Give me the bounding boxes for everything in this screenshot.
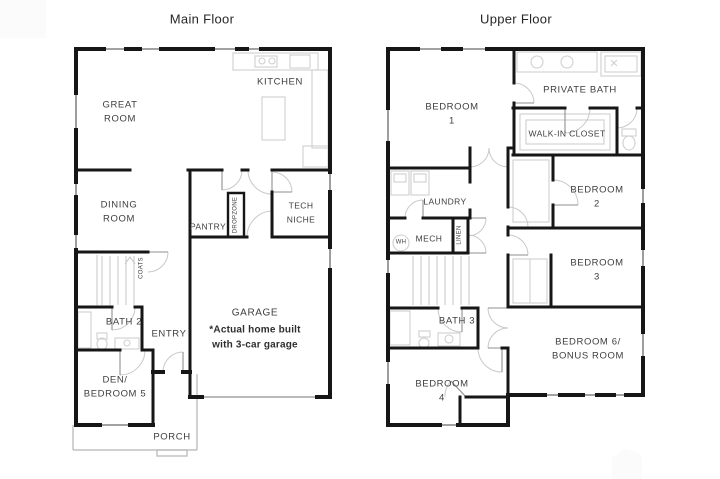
upper-doors [404,82,638,398]
room-label-entry: ENTRY [151,328,187,340]
room-label-bedroom-6-bonus: BEDROOM 6/BONUS ROOM [552,336,624,362]
room-label-den-bedroom-5: DEN/BEDROOM 5 [83,374,147,400]
room-label-pantry: PANTRY [189,221,227,232]
upper-windows [387,48,644,426]
upper-inner-walls [386,47,645,427]
room-label-coats: COATS [138,257,145,279]
main-doors [111,169,293,376]
main-floor-title: Main Floor [169,11,235,27]
watermark-top-left [0,0,46,38]
room-label-bath-3: BATH 3 [438,315,476,327]
main-floor-plan [72,47,332,457]
room-label-dropzone: DROPZONE [232,196,239,234]
kitchen-fixtures [232,52,329,168]
room-label-wh: WH [395,239,407,246]
main-windows [75,48,331,426]
bath2-fixtures [77,311,140,351]
room-label-walk-in-closet: WALK-IN CLOSET [528,128,606,139]
laundry-fixtures [390,170,430,252]
room-label-linen: LINEN [456,225,463,245]
upper-floor-plan [386,47,645,427]
room-label-laundry: LAUNDRY [423,196,467,207]
watermark-house-icon [612,449,642,479]
room-label-bath-2: BATH 2 [105,316,143,328]
upper-floor-title: Upper Floor [480,11,552,27]
room-label-private-bath: PRIVATE BATH [543,84,617,96]
main-inner-walls [74,168,332,427]
room-label-kitchen: KITCHEN [257,76,303,88]
main-outer-walls [74,47,332,427]
main-stairs [96,255,136,305]
dropzone-walls [226,191,246,239]
upper-stairs [412,256,470,305]
room-label-mech: MECH [415,233,443,244]
porch-outline [72,374,198,457]
closet-shelving [512,113,611,304]
room-label-porch: PORCH [153,431,191,443]
room-label-garage: GARAGE [231,307,279,319]
